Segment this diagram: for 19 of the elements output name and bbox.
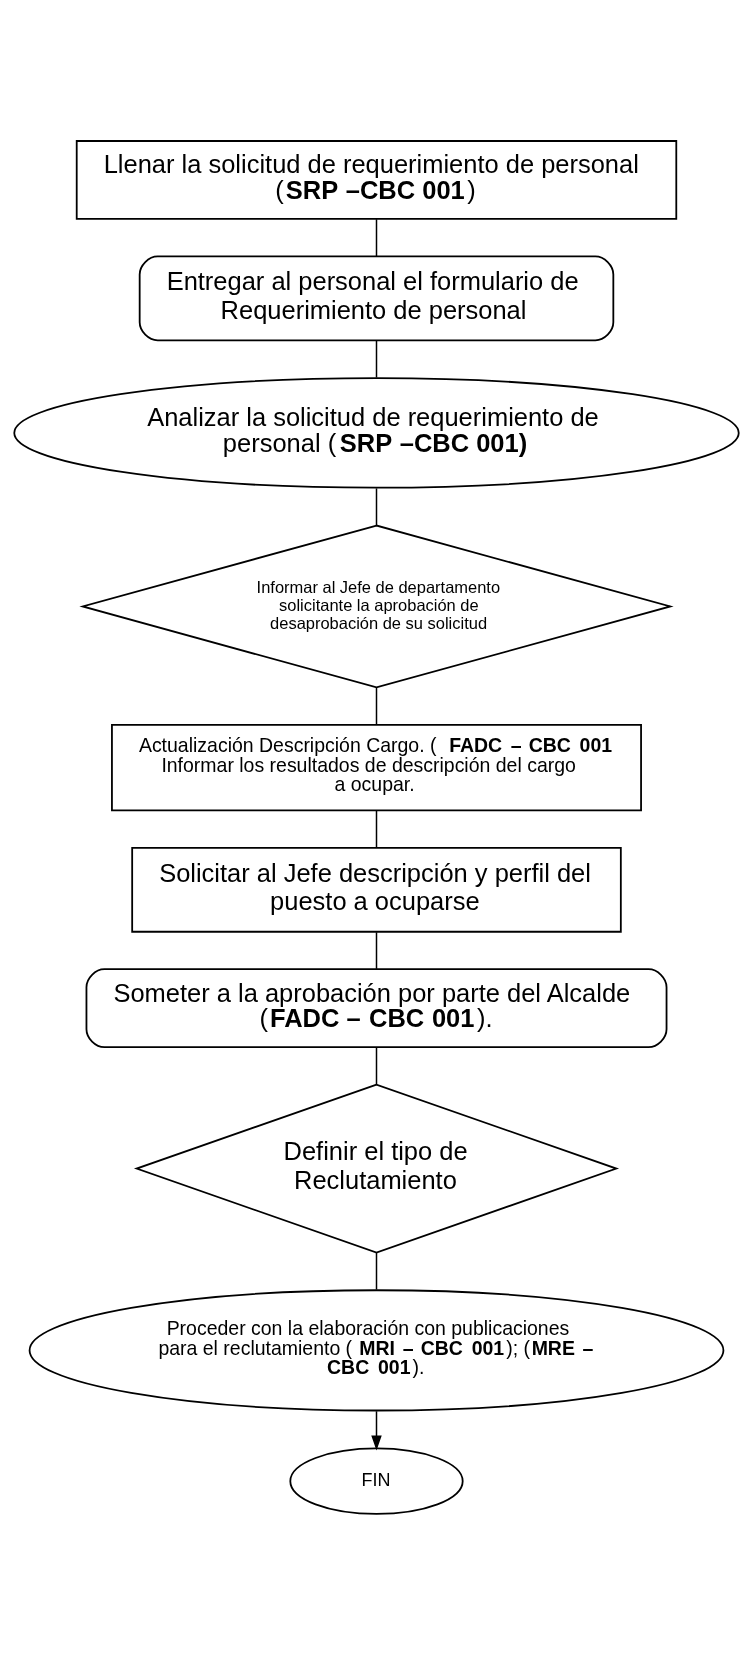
arrow bbox=[371, 1410, 382, 1451]
node-box: Someter a la aprobación por parte del Alcalde (FADC – CBC 001). bbox=[85, 968, 668, 1049]
node-box: Actualización Descripción Cargo. (FADC – CBC 001 Informar los resultados de descripción del cargo a ocupar. bbox=[111, 724, 642, 812]
node-box: Llenar la solicitud de requerimiento de personal (SRP –CBC 001) bbox=[75, 140, 678, 220]
node-ellipse: Analizar la solicitud de requerimiento de personal (SRP –CBC 001) bbox=[13, 377, 740, 489]
connector bbox=[375, 1251, 378, 1291]
connector bbox=[375, 931, 378, 970]
connector bbox=[375, 1046, 378, 1086]
connector bbox=[375, 218, 378, 257]
connector bbox=[375, 340, 378, 379]
node-diamond: Definir el tipo de Reclutamiento bbox=[133, 1083, 620, 1254]
connector bbox=[375, 686, 378, 726]
node-ellipse: FIN bbox=[289, 1447, 464, 1515]
node-box: Entregar al personal el formulario de Requerimiento de personal bbox=[138, 255, 615, 342]
node-box: Solicitar al Jefe descripción y perfil del puesto a ocuparse bbox=[131, 846, 622, 933]
node-ellipse: Proceder con la elaboración con publicaciones para el reclutamiento (MRI – CBC 001); (MRE – CBC 001). bbox=[28, 1289, 725, 1412]
node-diamond: Informar al Jefe de departamento solicitante la aprobación de desaprobación de su solicitud bbox=[79, 524, 674, 689]
connector bbox=[375, 487, 378, 526]
connector bbox=[375, 810, 378, 849]
